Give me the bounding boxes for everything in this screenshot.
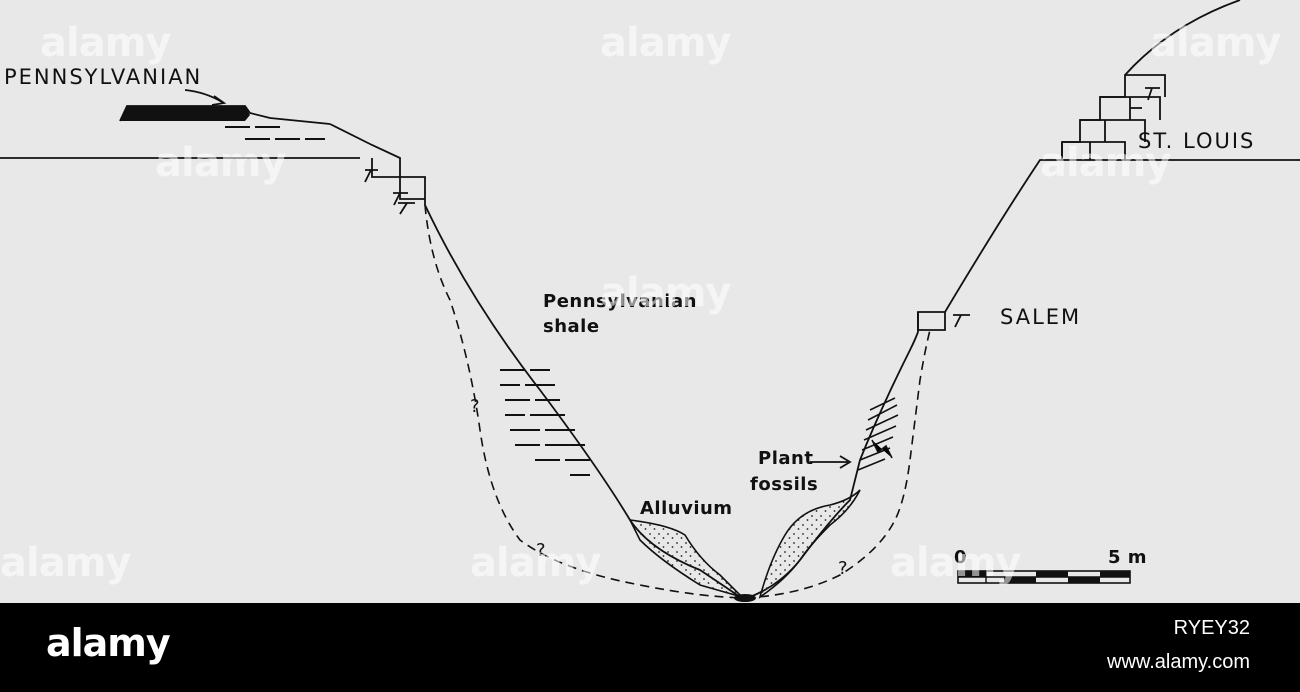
watermark-logo: alamy (600, 270, 731, 316)
image-id: RYEY32 (1173, 617, 1250, 639)
cross-section-diagram: PENNSYLVANIAN ST. LOUIS SALEM Pennsylvan… (0, 0, 1300, 603)
plant-fossil-hatch (857, 397, 899, 471)
pennsylvanian-label: PENNSYLVANIAN (4, 65, 203, 89)
question-mark-left-lower: ? (536, 540, 547, 561)
salem-label: SALEM (1000, 305, 1082, 329)
alluvium-right (758, 489, 861, 599)
brand-logo: alamy (46, 621, 171, 665)
watermark-logo: alamy (600, 20, 731, 66)
watermark-logo: alamy (470, 540, 601, 586)
alluvium-left (628, 519, 745, 599)
scale-bar-start-label: 0 (954, 547, 968, 568)
watermark-logo: alamy (1150, 20, 1281, 66)
shale-label-line2: shale (543, 316, 600, 337)
watermark-logo: alamy (0, 540, 131, 586)
inferred-bedrock-contact-right (744, 329, 931, 599)
pennsylvanian-arrow (184, 89, 223, 103)
question-mark-left-upper: ? (470, 396, 481, 417)
inferred-bedrock-contact-left (424, 204, 746, 599)
pennsylvanian-cap-fill (120, 106, 250, 121)
footer-bar: alamy RYEY32 www.alamy.com (0, 603, 1300, 692)
watermark-logo: alamy (890, 540, 1021, 586)
st-louis-label: ST. LOUIS (1138, 129, 1256, 153)
shale-label-line1: Pennsylvanian (543, 291, 697, 312)
watermark-logo: alamy (40, 20, 171, 66)
site-url: www.alamy.com (1107, 651, 1250, 673)
scale-bar-graphic (957, 570, 1131, 584)
diagram-drawing (0, 0, 1300, 602)
plant-fossils-label-line1: Plant (758, 448, 814, 469)
question-mark-right: ? (838, 558, 849, 579)
watermark-logo: alamy (155, 140, 286, 186)
left-valley-wall (329, 123, 741, 598)
alluvium-label: Alluvium (640, 498, 733, 519)
watermark-logo: alamy (1040, 140, 1171, 186)
plant-fossils-label-line2: fossils (750, 474, 819, 495)
shale-pattern (500, 369, 590, 476)
scale-bar-end-label: 5 m (1108, 547, 1148, 568)
